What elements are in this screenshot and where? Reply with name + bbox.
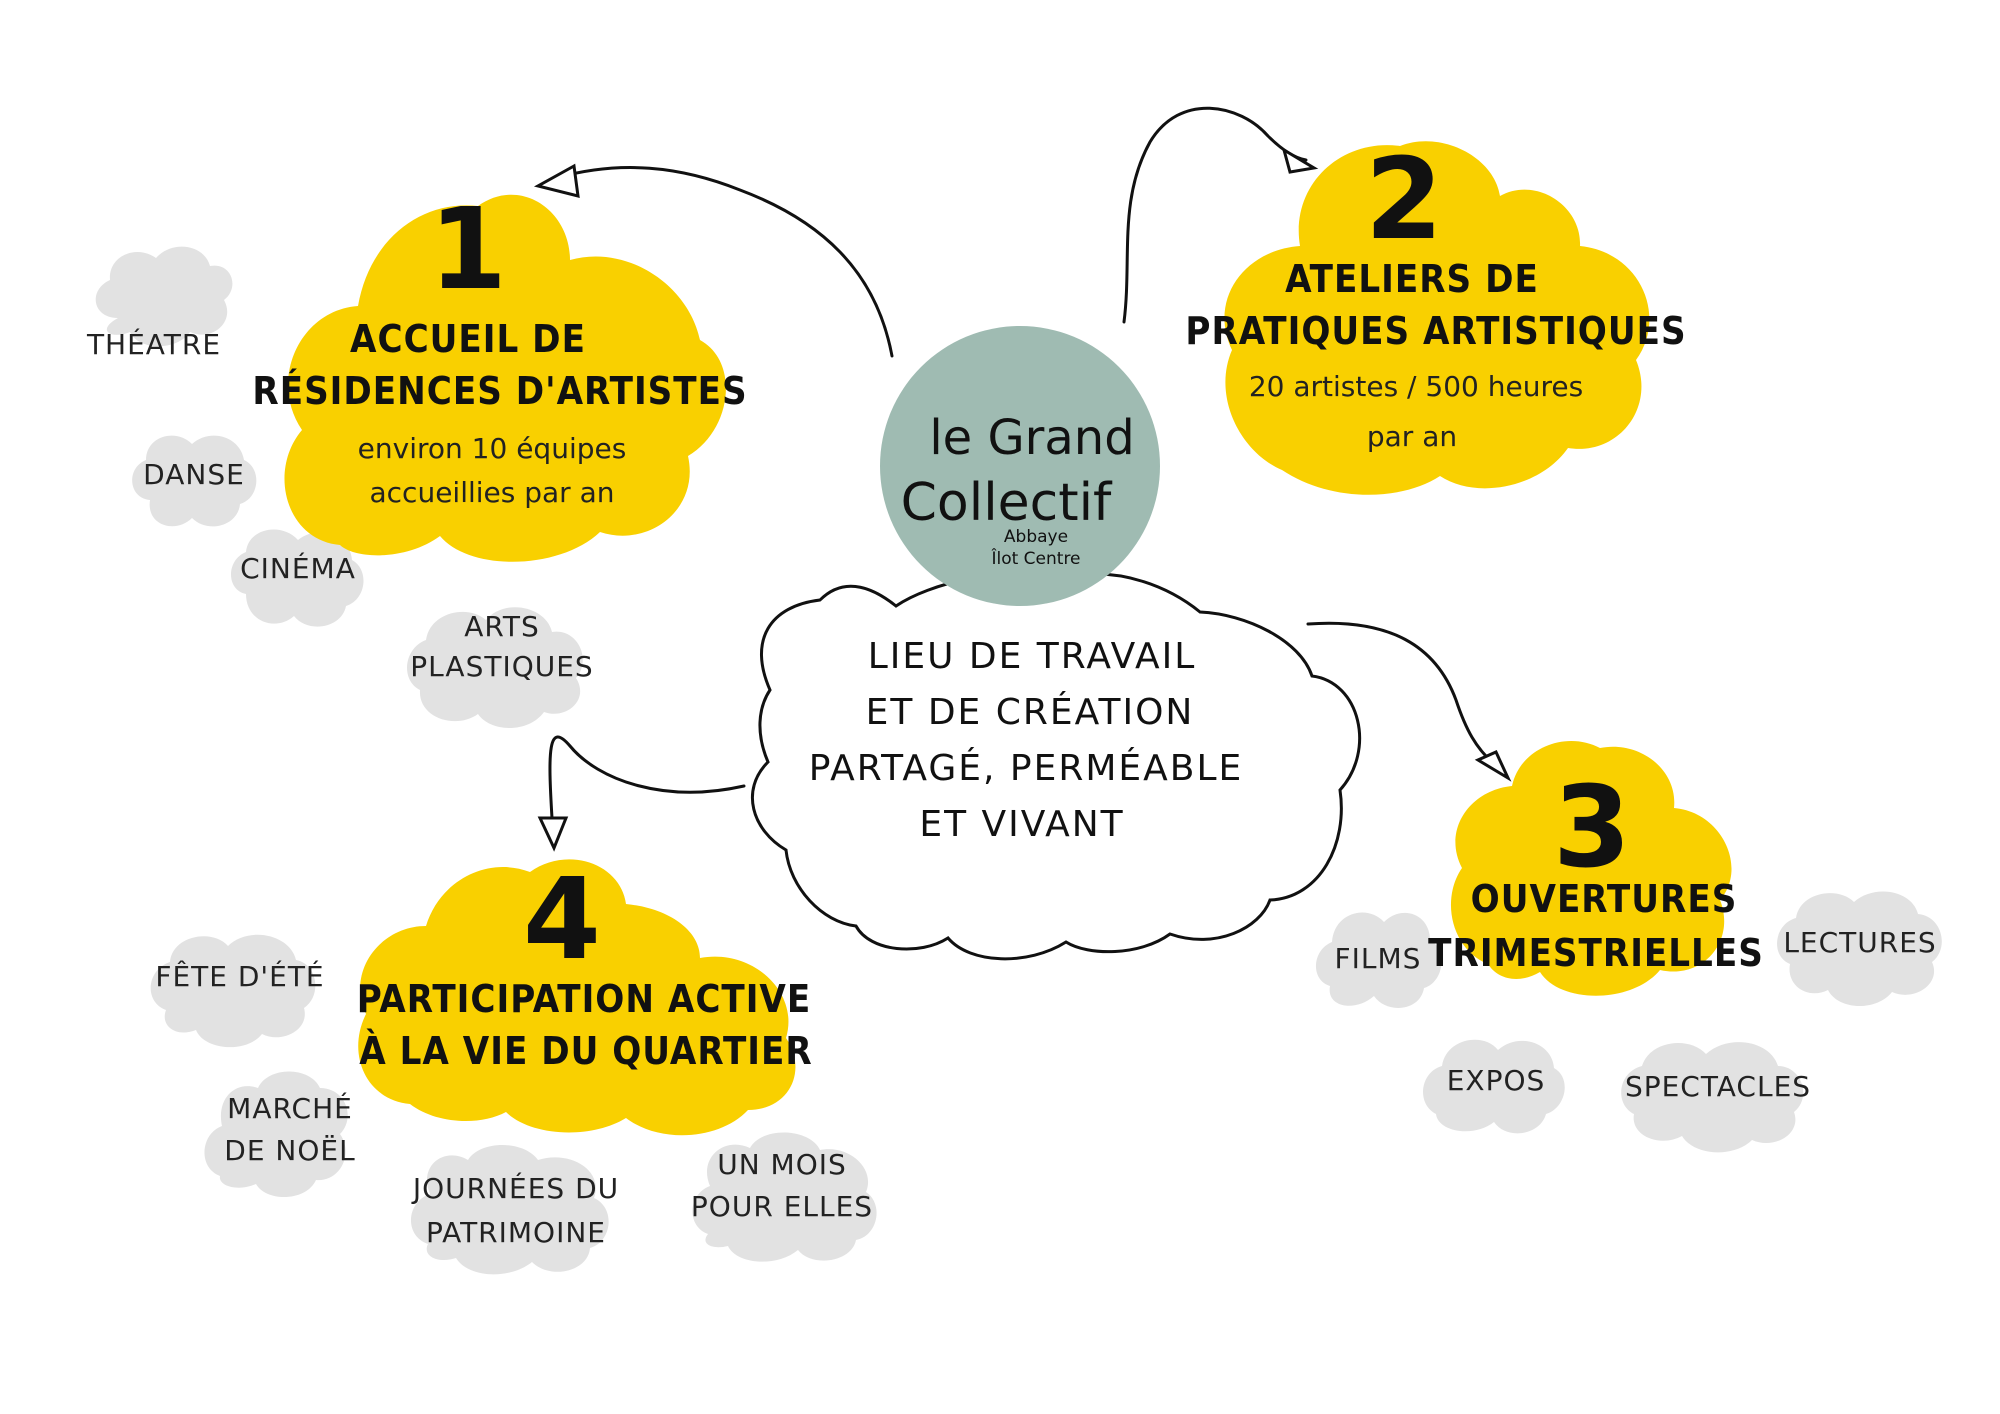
tag-label: FÊTE D'ÉTÉ: [155, 959, 324, 993]
node-subtitle: environ 10 équipes: [358, 432, 627, 465]
node-cloud-3: 3 OUVERTURES TRIMESTRIELLES: [1428, 740, 1764, 996]
tag-cloud-cinema: CINÉMA: [231, 529, 364, 627]
node-number: 2: [1365, 135, 1443, 265]
node-title: À LA VIE DU QUARTIER: [359, 1029, 812, 1073]
logo-subtitle: Îlot Centre: [990, 547, 1080, 569]
tag-cloud-fete-dete: FÊTE D'ÉTÉ: [150, 934, 324, 1048]
tag-cloud-expos: EXPOS: [1423, 1039, 1565, 1134]
node-cloud-1: 1 ACCUEIL DE RÉSIDENCES D'ARTISTES envir…: [252, 185, 747, 562]
tag-label: POUR ELLES: [691, 1190, 873, 1223]
node-subtitle: accueillies par an: [370, 476, 615, 509]
tag-label: UN MOIS: [717, 1148, 847, 1181]
node-title: RÉSIDENCES D'ARTISTES: [252, 369, 747, 413]
node-title: ATELIERS DE: [1285, 257, 1539, 301]
tag-cloud-spectacles: SPECTACLES: [1621, 1042, 1811, 1153]
tag-label: SPECTACLES: [1625, 1070, 1811, 1103]
tag-label: EXPOS: [1447, 1064, 1546, 1097]
tag-label: FILMS: [1335, 942, 1422, 975]
tag-cloud-lectures: LECTURES: [1777, 891, 1942, 1007]
arrow-to-node-3: [1306, 621, 1512, 782]
center-text-line: PARTAGÉ, PERMÉABLE: [809, 747, 1244, 789]
node-title: ACCUEIL DE: [350, 317, 586, 361]
node-title: PARTICIPATION ACTIVE: [357, 977, 812, 1021]
center-text-line: ET DE CRÉATION: [866, 691, 1195, 733]
tag-label: DE NOËL: [224, 1134, 355, 1167]
node-number: 1: [429, 185, 507, 315]
logo-subtitle: Abbaye: [1004, 527, 1068, 547]
center-cloud: LIEU DE TRAVAIL ET DE CRÉATION PARTAGÉ, …: [750, 570, 1362, 961]
tag-label: DANSE: [143, 458, 245, 491]
tag-label: CINÉMA: [240, 551, 356, 585]
tag-cloud-journees-du-patrimoine: JOURNÉES DU PATRIMOINE: [411, 1145, 619, 1275]
node-number: 4: [523, 855, 601, 985]
node-subtitle: 20 artistes / 500 heures: [1249, 370, 1583, 403]
center-text-line: LIEU DE TRAVAIL: [868, 636, 1197, 677]
node-number: 3: [1553, 763, 1631, 893]
tag-label: MARCHÉ: [227, 1091, 353, 1125]
tag-label: PLASTIQUES: [410, 650, 593, 683]
logo-line-2: Collectif: [901, 473, 1113, 533]
tag-label: JOURNÉES DU: [411, 1171, 619, 1205]
tag-label: THÉATRE: [86, 327, 221, 361]
node-title: TRIMESTRIELLES: [1428, 931, 1764, 975]
node-cloud-4: 4 PARTICIPATION ACTIVE À LA VIE DU QUART…: [357, 855, 812, 1136]
tag-cloud-danse: DANSE: [132, 435, 257, 527]
tag-label: PATRIMOINE: [426, 1216, 606, 1249]
tag-cloud-un-mois-pour-elles: UN MOIS POUR ELLES: [691, 1132, 877, 1262]
tag-cloud-films: FILMS: [1315, 912, 1442, 1008]
center-text-line: ET VIVANT: [919, 804, 1124, 845]
arrow-to-node-4: [537, 735, 746, 852]
logo-line-1: le Grand: [929, 410, 1134, 466]
tag-label: LECTURES: [1783, 926, 1936, 959]
logo-badge: le Grand Collectif Abbaye Îlot Centre: [880, 326, 1160, 606]
node-title: OUVERTURES: [1471, 877, 1738, 921]
arrow-to-node-2: [1122, 106, 1319, 324]
tag-label: ARTS: [464, 610, 539, 643]
node-subtitle: par an: [1367, 420, 1457, 453]
node-cloud-2: 2 ATELIERS DE PRATIQUES ARTISTIQUES 20 a…: [1185, 135, 1686, 495]
tag-cloud-arts-plastiques: ARTS PLASTIQUES: [407, 607, 593, 728]
tag-cloud-marche-de-noel: MARCHÉ DE NOËL: [204, 1071, 355, 1198]
arrow-to-node-1: [533, 163, 894, 358]
node-title: PRATIQUES ARTISTIQUES: [1185, 309, 1686, 353]
tag-cloud-theatre: THÉATRE: [86, 246, 233, 361]
